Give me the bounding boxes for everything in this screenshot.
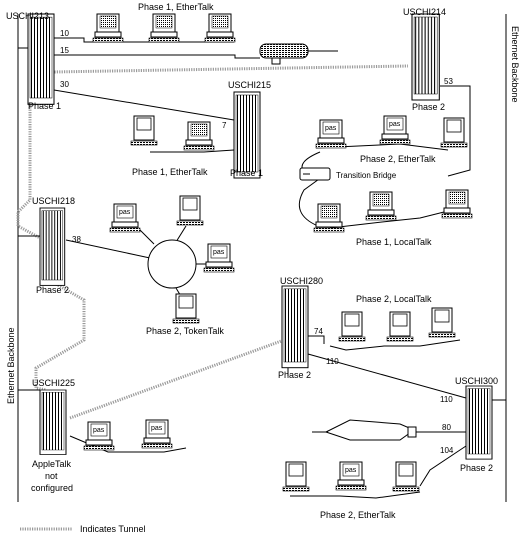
computer[interactable] <box>365 191 397 221</box>
router-name-uschi218: USCHI218 <box>32 196 75 206</box>
router-status-line1-uschi225: AppleTalk <box>32 459 72 469</box>
port-label: 110 <box>440 395 453 404</box>
port-label: 110 <box>326 357 339 366</box>
router-name-uschi225: USCHI225 <box>32 378 75 388</box>
pas-label: pas <box>119 209 131 216</box>
computer[interactable] <box>172 293 200 324</box>
port-label: 38 <box>72 235 81 244</box>
tokentalk-ring <box>147 239 197 289</box>
tunnel-213-218 <box>16 100 41 240</box>
wire-218-ring <box>65 239 151 259</box>
router-uschi214[interactable] <box>411 13 440 101</box>
network-label: Phase 2, TokenTalk <box>146 326 224 336</box>
router-phase-uschi213: Phase 1 <box>28 101 61 111</box>
tunnel-legend-label: Indicates Tunnel <box>80 524 146 534</box>
computer[interactable] <box>338 311 366 342</box>
computer[interactable] <box>282 461 310 492</box>
pas-label: pas <box>345 467 357 474</box>
router-uschi215[interactable] <box>233 91 261 179</box>
network-label: Phase 2, EtherTalk <box>360 154 436 164</box>
pas-label: pas <box>213 249 225 256</box>
wire-bridge-localtalk <box>298 173 327 227</box>
router-name-uschi215: USCHI215 <box>228 80 271 90</box>
pas-label: pas <box>389 121 401 128</box>
modem-device <box>312 419 417 441</box>
computer[interactable] <box>92 13 124 43</box>
tunnel-213-214 <box>51 64 409 74</box>
wire-213-port15 <box>54 54 260 59</box>
router-name-uschi213: USCHI213 <box>6 11 49 21</box>
port-label: 74 <box>314 327 323 336</box>
transition-bridge-label: Transition Bridge <box>336 171 397 180</box>
router-phase-uschi218: Phase 2 <box>36 285 69 295</box>
port-label: 30 <box>60 80 69 89</box>
router-uschi300[interactable] <box>465 385 493 460</box>
router-uschi218[interactable] <box>39 207 66 286</box>
port-label: 53 <box>444 77 453 86</box>
network-label: Phase 2, EtherTalk <box>320 510 396 520</box>
wire-n4 <box>329 207 461 229</box>
port-label: 15 <box>60 46 69 55</box>
pas-label: pas <box>151 425 163 432</box>
wire-n7 <box>290 491 421 499</box>
wire-213-port30 <box>53 89 235 121</box>
network-label: Phase 1, EtherTalk <box>132 167 208 177</box>
computer[interactable] <box>183 121 215 151</box>
computer[interactable] <box>392 461 420 492</box>
router-phase-uschi280: Phase 2 <box>278 370 311 380</box>
ethernet-transceiver <box>259 43 338 65</box>
backbone-label-left: Ethernet Backbone <box>6 327 16 404</box>
port-label: 104 <box>440 446 454 455</box>
router-status-line3-uschi225: configured <box>31 483 73 493</box>
wire-n6 <box>329 339 461 351</box>
router-phase-uschi214: Phase 2 <box>412 102 445 112</box>
router-status-line2-uschi225: not <box>45 471 58 481</box>
pas-label: pas <box>93 427 105 434</box>
router-uschi225[interactable] <box>39 389 67 455</box>
router-name-uschi280: USCHI280 <box>280 276 323 286</box>
tunnel-225-280 <box>69 338 285 420</box>
tunnel-218-225 <box>34 282 86 392</box>
computer[interactable] <box>204 13 236 43</box>
router-uschi213[interactable] <box>27 13 55 105</box>
port-label: 80 <box>442 423 451 432</box>
port-label: 7 <box>222 121 227 130</box>
wire-280-port74 <box>308 335 325 344</box>
wire-ring-a <box>137 227 155 245</box>
computer[interactable] <box>440 117 468 148</box>
router-phase-uschi300: Phase 2 <box>460 463 493 473</box>
computer[interactable] <box>130 115 158 146</box>
network-label: Phase 1, EtherTalk <box>138 2 214 12</box>
wire-300-port104 <box>419 445 467 487</box>
network-label: Phase 1, LocalTalk <box>356 237 432 247</box>
computer[interactable] <box>176 195 204 226</box>
computer[interactable] <box>428 307 456 338</box>
computer[interactable] <box>148 13 180 43</box>
router-name-uschi214: USCHI214 <box>403 7 446 17</box>
router-uschi280[interactable] <box>281 285 309 369</box>
port-label: 10 <box>60 29 69 38</box>
router-name-uschi300: USCHI300 <box>455 376 498 386</box>
transition-bridge[interactable] <box>299 167 331 181</box>
wire-ring-b <box>175 225 187 243</box>
wire-280-port110 <box>307 353 467 399</box>
computer[interactable] <box>313 203 345 233</box>
wire-214-port53 <box>440 85 471 177</box>
router-phase-uschi215: Phase 1 <box>230 168 263 178</box>
pas-label: pas <box>325 125 337 132</box>
backbone-label-right: Ethernet Backbone <box>510 26 520 103</box>
wire-215-port7 <box>150 149 235 153</box>
computer[interactable] <box>386 311 414 342</box>
computer[interactable] <box>441 189 473 219</box>
network-label: Phase 2, LocalTalk <box>356 294 432 304</box>
